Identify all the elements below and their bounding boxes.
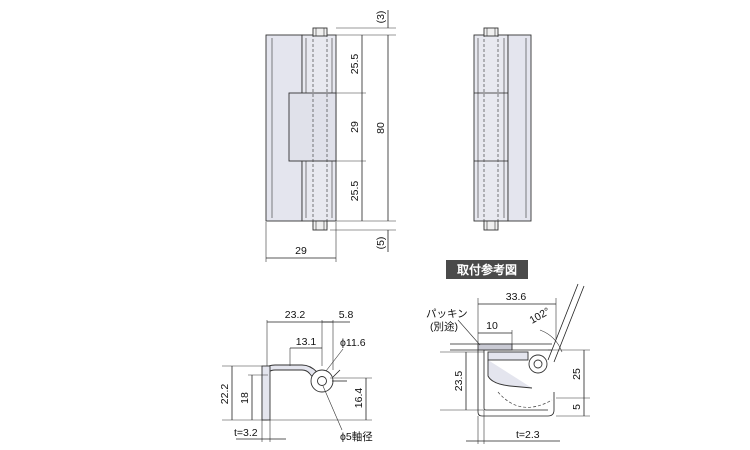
- dim-front-seg-mid: 29: [349, 121, 361, 133]
- dim-section-h-total: 22.2: [219, 384, 231, 405]
- dim-mount-angle: 102°: [528, 305, 553, 326]
- side-leaf: [507, 34, 532, 222]
- section-view: 23.2 5.8 13.1 ϕ11.6 22.2 18 16.4 t=3.2 ϕ…: [219, 309, 373, 443]
- dim-section-h-inner: 18: [239, 392, 251, 404]
- dim-front-bottom-ref: (5): [375, 237, 387, 250]
- front-view: 25.5 29 25.5 80 (3) (5) 29: [265, 10, 396, 262]
- mount-reference-badge: 取付参考図: [446, 260, 528, 279]
- mount-hinge-leaf: [487, 351, 529, 361]
- dim-section-w-total: 23.2: [285, 309, 306, 321]
- dim-mount-w-packing: 10: [486, 320, 498, 332]
- dim-section-shaft: ϕ5軸径: [340, 430, 373, 443]
- side-view: [473, 27, 532, 231]
- dim-section-w-inner: 13.1: [296, 336, 317, 348]
- packing: [477, 343, 513, 351]
- dim-section-thickness: t=3.2: [234, 427, 258, 439]
- section-pin: [317, 376, 327, 386]
- dim-front-top-ref: (3): [375, 11, 387, 24]
- pin-top: [312, 27, 328, 37]
- dim-section-h-right: 16.4: [353, 388, 365, 409]
- dim-front-height: 80: [375, 122, 387, 134]
- pin-bottom: [312, 220, 328, 231]
- mount-packing-label-1: パッキン: [426, 308, 468, 320]
- dim-mount-h-right-top: 25: [571, 368, 583, 380]
- mount-packing-label-2: (別途): [430, 320, 458, 333]
- mount-view: 33.6 パッキン (別途) 10 102° 23.5 25 5 t=2.3: [426, 283, 590, 444]
- badge-label: 取付参考図: [457, 262, 517, 277]
- dim-section-w-right: 5.8: [339, 309, 354, 321]
- side-knuckle: [473, 34, 509, 222]
- dim-front-width: 29: [295, 245, 307, 257]
- dim-section-pin-dia: ϕ11.6: [340, 337, 366, 349]
- dim-mount-thickness: t=2.3: [516, 429, 540, 441]
- dim-front-seg-bottom: 25.5: [349, 181, 361, 202]
- dim-mount-w-total: 33.6: [506, 291, 527, 303]
- dim-mount-h-left: 23.5: [453, 371, 465, 392]
- hinge-center-plate: [288, 92, 337, 162]
- dim-mount-h-right-bottom: 5: [571, 404, 583, 410]
- dim-front-seg-top: 25.5: [349, 54, 361, 75]
